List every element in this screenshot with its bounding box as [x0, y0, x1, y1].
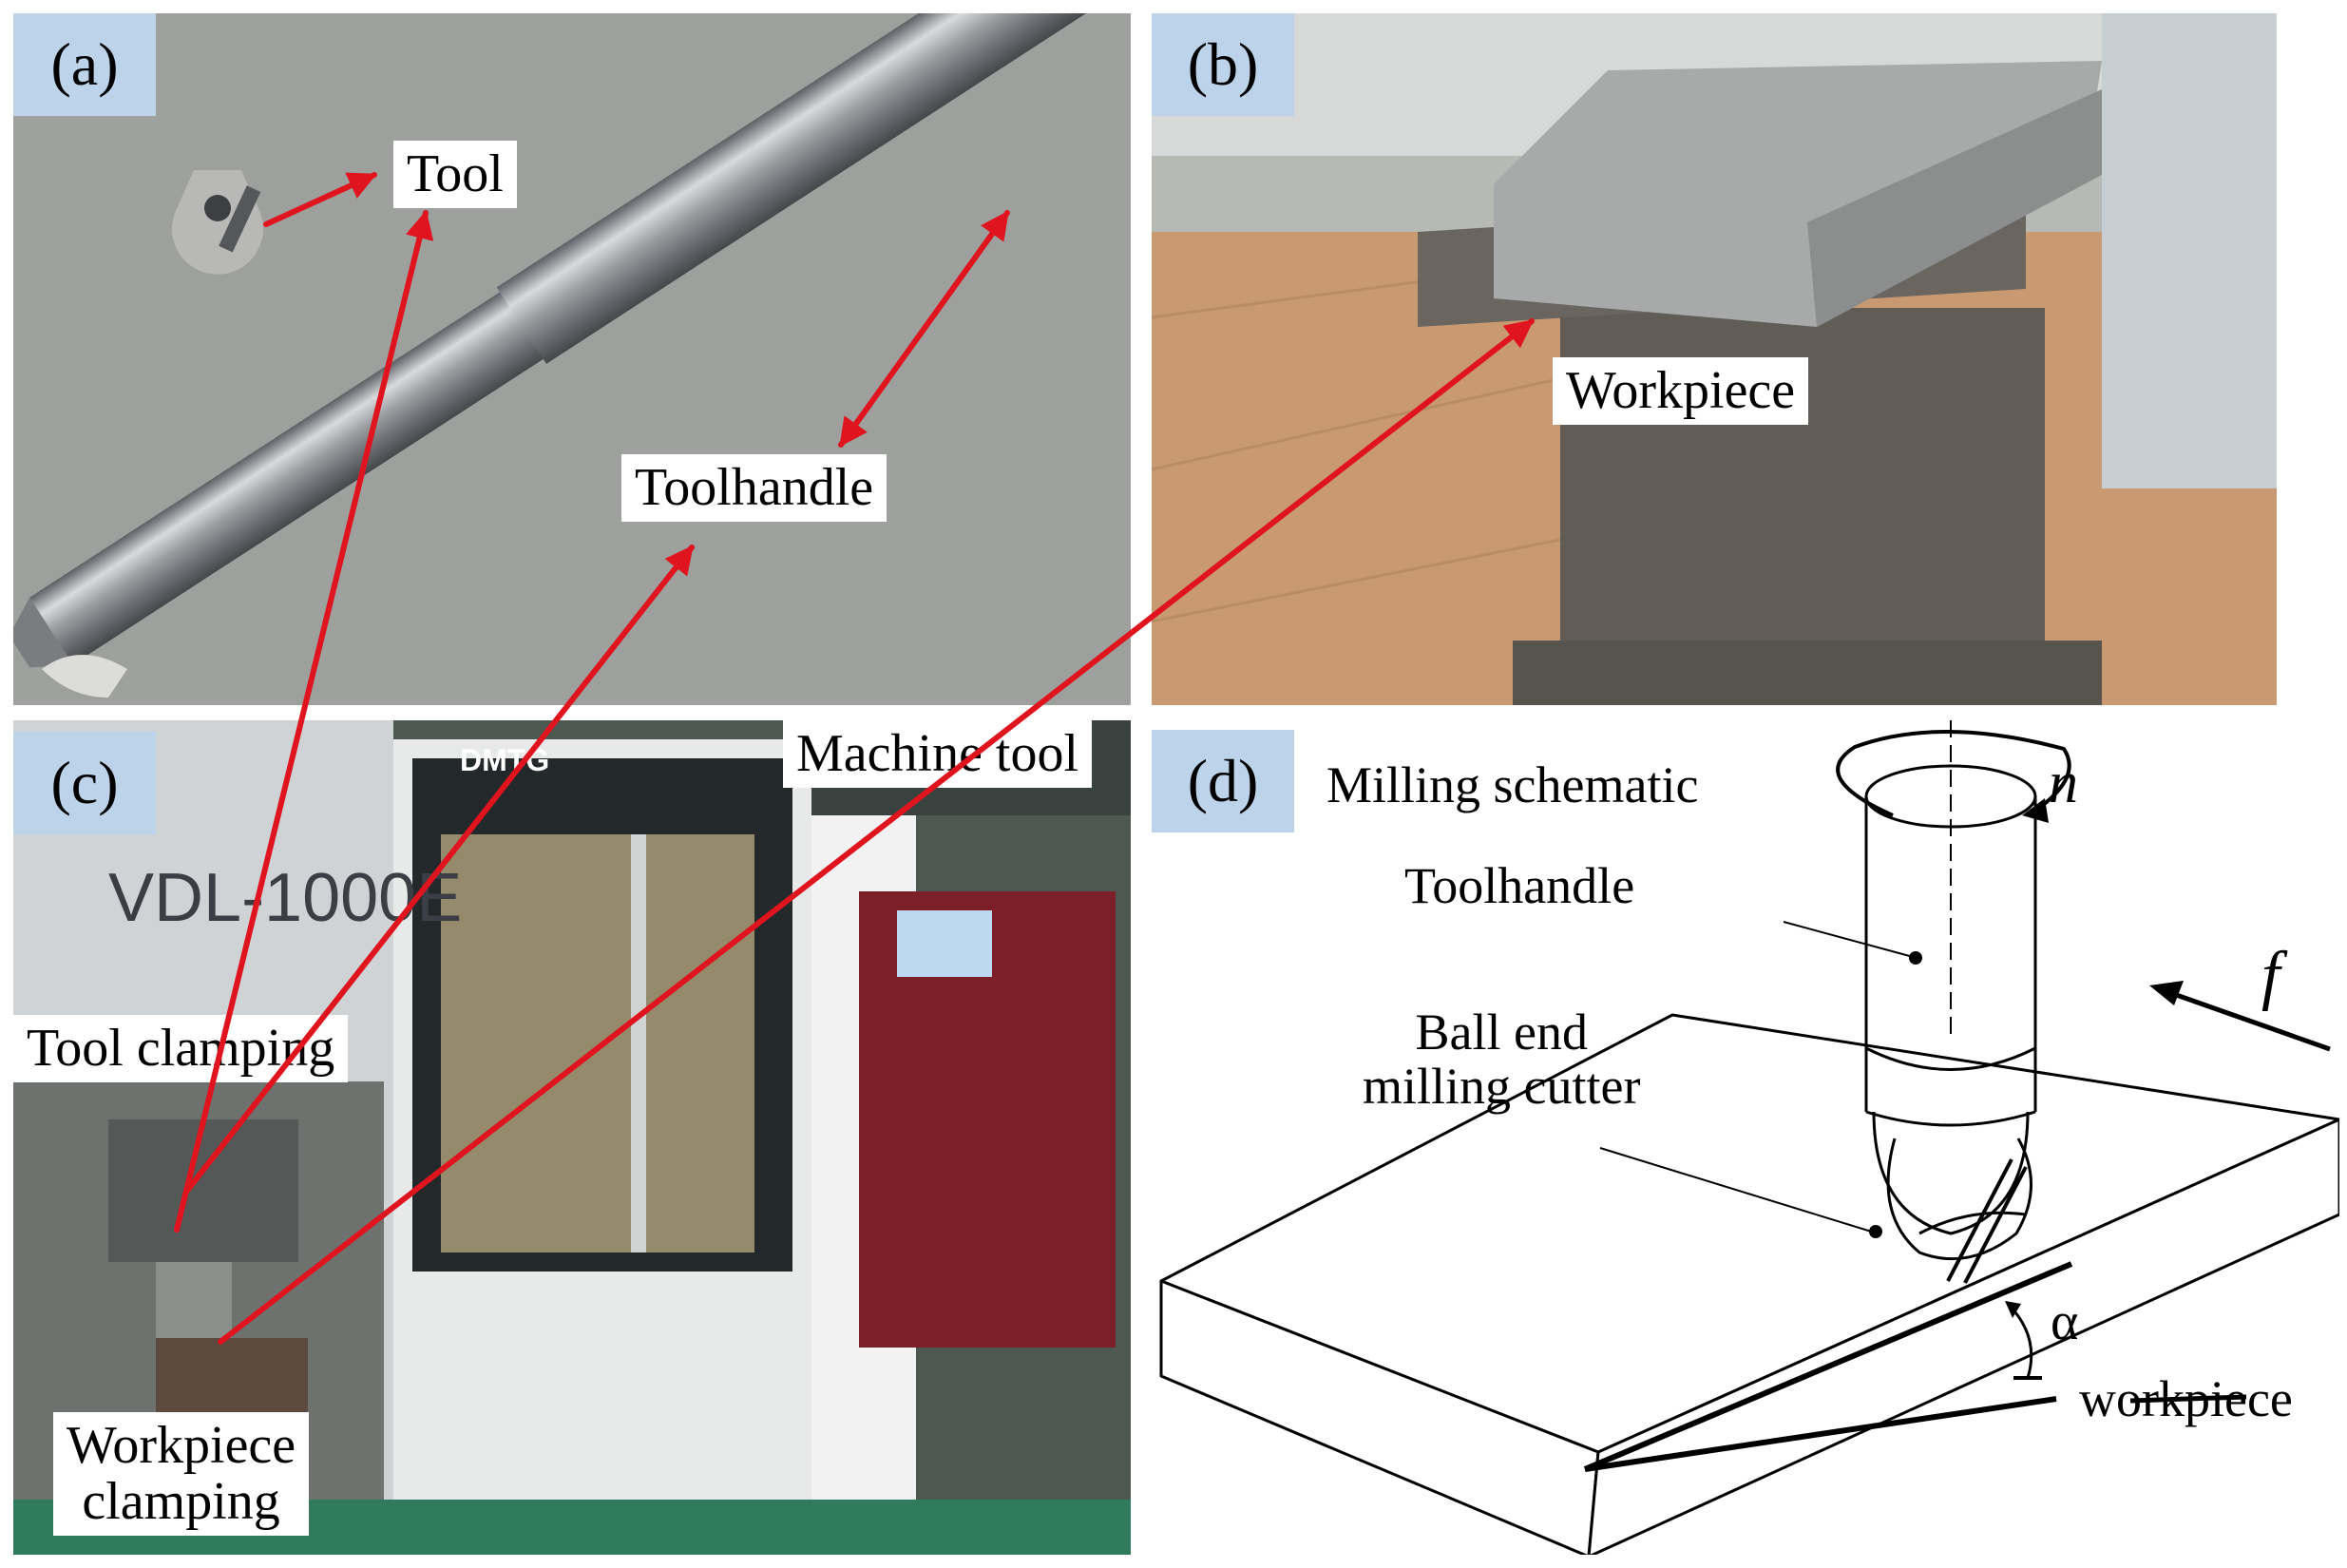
milling-schematic-drawing	[1159, 720, 2339, 1555]
milling-schematic-title: Milling schematic	[1326, 756, 1699, 813]
workpiece-clamping-line1: Workpiece	[67, 1416, 296, 1475]
ball-end-cutter-line2: milling cutter	[1363, 1057, 1641, 1115]
panel-b-label: (b)	[1152, 13, 1294, 116]
panel-d: (d) Milling schematic Toolhandle Ball en…	[1152, 720, 2339, 1555]
panel-c: (c) VDL-1000E DMTG Machine tool Tool cla…	[13, 720, 1131, 1555]
workpiece-photo	[1152, 13, 2277, 705]
toolhandle-tag: Toolhandle	[621, 454, 887, 522]
workpiece-label: workpiece	[2079, 1370, 2293, 1427]
angle-symbol: α	[2051, 1292, 2079, 1351]
panel-c-label: (c)	[13, 732, 156, 834]
machine-tool-tag: Machine tool	[783, 720, 1093, 788]
panel-b: (b) Workpiece	[1152, 13, 2277, 705]
machine-model-text: VDL-1000E	[108, 860, 463, 936]
toolhandle-arrow	[838, 210, 1010, 448]
tool-clamping-to-toolhandle-arrow	[183, 545, 695, 1195]
ball-end-cutter-line1: Ball end	[1415, 1004, 1588, 1061]
tool-clamping-tag: Tool clamping	[13, 1015, 349, 1082]
workpiece-clamping-arrow	[218, 318, 1535, 1345]
tool-clamping-to-tool-arrow	[174, 210, 434, 1233]
tool-arrow	[263, 172, 377, 227]
tool-tag: Tool	[393, 141, 517, 208]
ball-end-cutter-label: Ball end milling cutter	[1363, 1005, 1640, 1113]
spindle-speed-symbol: n	[2049, 751, 2078, 815]
feed-symbol: f	[2261, 939, 2280, 1012]
workpiece-tag: Workpiece	[1553, 357, 1809, 425]
toolhandle-label: Toolhandle	[1404, 857, 1635, 914]
workpiece-clamping-line2: clamping	[82, 1471, 280, 1531]
panel-a-label: (a)	[13, 13, 156, 116]
panel-d-label: (d)	[1152, 730, 1294, 832]
workpiece-clamping-tag: Workpiece clamping	[53, 1412, 310, 1536]
